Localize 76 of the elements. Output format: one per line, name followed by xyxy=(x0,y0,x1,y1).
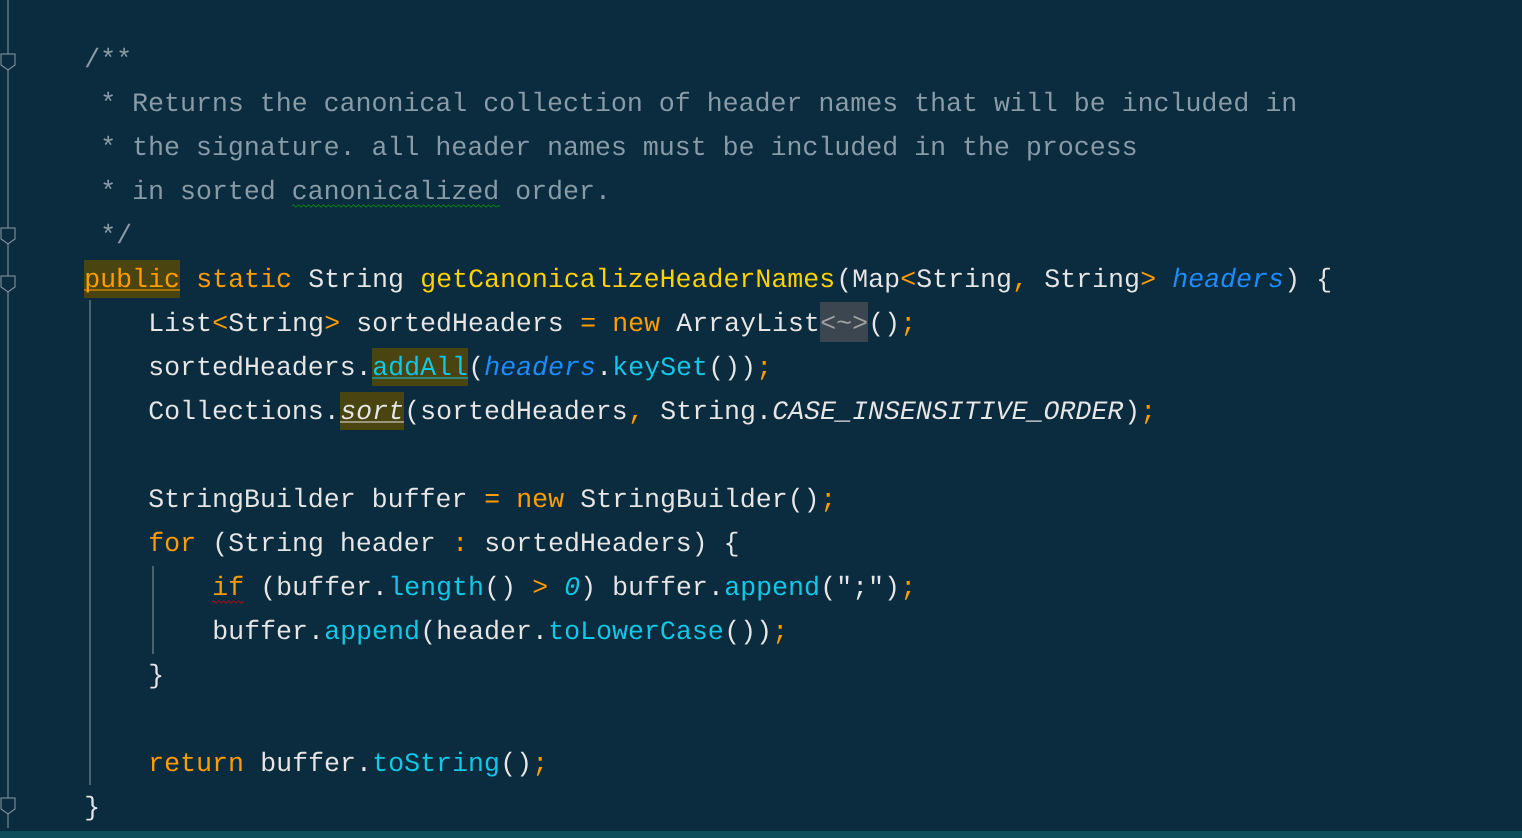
code-text: (sortedHeaders xyxy=(408,399,626,425)
code-text: = xyxy=(581,317,595,327)
code-text: public xyxy=(83,260,181,298)
code-text: > xyxy=(533,579,547,593)
code-text: ) { xyxy=(1288,267,1330,293)
code-text: sort xyxy=(339,392,405,430)
code-text: static xyxy=(198,267,291,288)
code-text: ; xyxy=(904,316,911,336)
code-text: (";") xyxy=(824,575,896,601)
code-text: append xyxy=(325,619,418,645)
code-text: (header. xyxy=(424,619,542,645)
code-text: String xyxy=(1045,267,1138,293)
code-text: sortedHeaders) { xyxy=(486,531,738,557)
code-text: toLowerCase xyxy=(550,621,722,640)
code-text: toString xyxy=(374,751,498,777)
code-text: buffer. xyxy=(262,751,366,772)
code-text: StringBuilder() xyxy=(581,487,816,513)
code-text: headers xyxy=(1173,267,1283,288)
code-text: () xyxy=(504,751,528,777)
code-text: ()) xyxy=(712,355,752,381)
code-text: buffer. xyxy=(214,619,318,640)
code-text: > xyxy=(1141,271,1155,285)
code-text: ) xyxy=(1128,399,1136,425)
code-text: (String header xyxy=(216,531,434,557)
code-text: new xyxy=(518,492,564,508)
code-comment: /** xyxy=(85,47,129,68)
code-text: ArrayList xyxy=(676,311,818,337)
code-text: (buffer. xyxy=(264,575,382,601)
code-text: sortedHeaders xyxy=(358,311,562,332)
code-text: , xyxy=(1015,283,1022,292)
code-text: > xyxy=(325,315,339,329)
code-text: ; xyxy=(904,580,911,600)
code-text: return xyxy=(151,753,242,772)
code-text: new xyxy=(614,316,660,332)
code-text: sortedHeaders. xyxy=(150,355,366,376)
code-text: ; xyxy=(760,360,767,380)
code-text: < xyxy=(213,315,227,329)
code-text: < xyxy=(901,271,915,285)
code-text: headers xyxy=(485,355,595,376)
code-text: () xyxy=(872,311,896,337)
code-text: String xyxy=(229,311,322,337)
code-comment: */ xyxy=(103,223,131,244)
code-text: StringBuilder buffer xyxy=(149,487,465,513)
code-text: for xyxy=(150,531,194,552)
code-text: . xyxy=(602,371,606,375)
code-text: 0 xyxy=(565,577,580,596)
code-text: append xyxy=(725,575,818,601)
code-text: if xyxy=(211,575,245,604)
code-text: String xyxy=(309,267,402,293)
code-text: ()) xyxy=(728,619,768,645)
code-text: addAll xyxy=(371,348,469,386)
code-comment: * in sorted canonicalized order. xyxy=(103,179,605,200)
code-text: length xyxy=(391,575,482,601)
code-text: ( xyxy=(472,355,480,381)
code-text: keySet xyxy=(615,355,706,381)
code-text: (Map xyxy=(840,267,899,293)
code-comment: * Returns the canonical collection of header names that will be included in xyxy=(103,91,1295,112)
code-text: <~> xyxy=(820,302,868,342)
code-text: List xyxy=(151,311,210,332)
code-text: getCanonicalizeHeaderNames xyxy=(422,267,833,293)
code-text: ; xyxy=(1144,404,1151,424)
code-text: CASE_INSENSITIVE_ORDER xyxy=(773,401,1124,422)
code-text: ; xyxy=(824,492,831,512)
code-text: = xyxy=(485,493,499,503)
code-text: } xyxy=(150,663,162,689)
code-text: } xyxy=(86,795,98,821)
code-text: String. xyxy=(661,399,766,425)
code-text: , xyxy=(631,415,638,424)
code-text: : xyxy=(458,536,462,551)
code-text: ) buffer. xyxy=(584,575,718,601)
code-text: ; xyxy=(536,756,543,776)
code-text: Collections. xyxy=(149,399,334,420)
code-text: () xyxy=(488,575,512,601)
code-text: ; xyxy=(776,624,783,644)
code-text: String xyxy=(917,267,1010,293)
code-comment: * the signature. all header names must be included in the process xyxy=(103,135,1136,161)
